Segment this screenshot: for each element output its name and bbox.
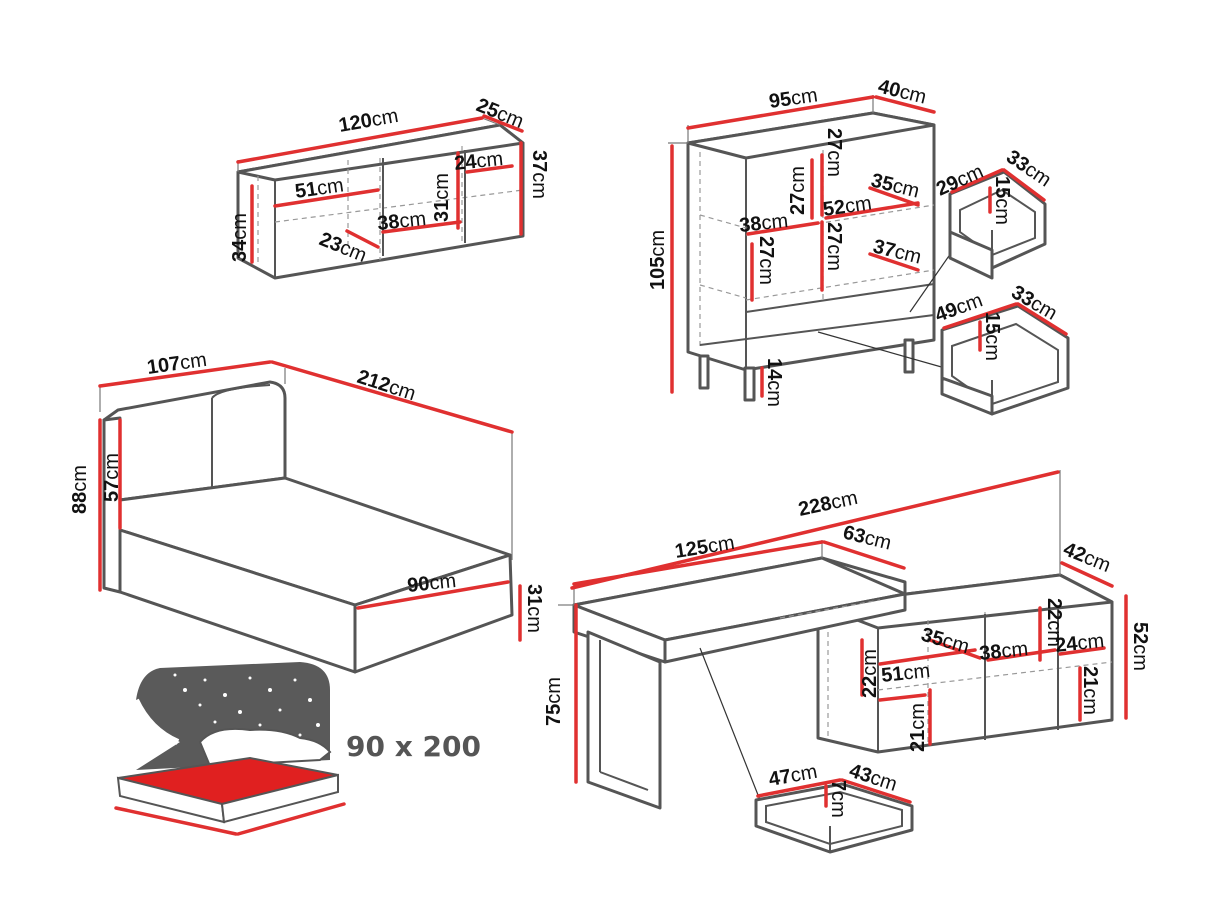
desk-total-label: 228cm [796,487,859,521]
cab-top-height-label: 27cm [787,166,809,215]
mattress-size-label: 90 x 200 [346,730,481,763]
shelf-comp-left-label: 51cm [294,174,346,203]
shelf-height-label: 37cm [528,150,550,199]
shelf-comp-mid-label: 38cm [376,208,427,235]
desk-sideboard-dimensions [570,470,1128,808]
desk [558,540,907,810]
tall-cabinet-dimensions [670,95,936,398]
tall-cabinet [668,95,936,402]
cab-left-width-label: 38cm [738,210,789,237]
star-pattern [173,673,320,737]
cab-depth-label: 40cm [876,76,929,109]
shelf-comp-right-label: 24cm [453,148,504,175]
sb-height-label: 52cm [1129,622,1151,671]
cab-mid-height-b-label: 27cm [823,222,845,271]
drawer1-height-label: 15cm [991,176,1013,225]
bed-dimensions [98,360,522,642]
bed-width-label: 107cm [146,349,209,379]
wall-shelf [236,117,525,280]
wall-shelf-dimensions [236,114,524,264]
sb-depth-label: 42cm [1060,538,1114,577]
sb-comp-24-label: 24cm [1054,630,1105,657]
cab-left-height-label: 27cm [755,236,777,285]
sb-comp-51-label: 51cm [880,660,931,687]
desk-height-label: 75cm [543,677,565,726]
cab-height-label: 105cm [647,230,669,290]
bed-mattress-width-label: 90cm [406,570,457,597]
desk-drawer-width-label: 47cm [767,761,819,791]
desk-drawer [699,647,914,854]
bed-length-label: 212cm [354,366,418,405]
cab-mid-width-label: 52cm [822,192,874,221]
desk-width-label: 125cm [673,532,736,563]
cab-depth-lower-label: 37cm [871,236,924,269]
desk-depth-label: 63cm [841,522,894,555]
cab-width-label: 95cm [768,84,820,113]
sb-left-21-label: 21cm [907,703,929,752]
mattress-size-icon [114,662,346,836]
shelf-width-label: 120cm [337,105,400,137]
bed-height-label: 88cm [69,465,91,514]
shelf-side-height-label: 34cm [229,213,251,262]
cab-leg-height-label: 14cm [763,358,785,407]
bed-headboard-label: 57cm [101,453,123,502]
sb-top-a-label: 22cm [1043,598,1065,647]
sb-right-21-label: 21cm [1079,666,1101,715]
cab-mid-height-a-label: 27cm [823,128,845,177]
cabinet-drawer-upper-dimensions [950,168,1046,214]
drawer2-height-label: 15cm [981,312,1003,361]
sb-comp-38-label: 38cm [978,638,1029,665]
shelf-comp-mid-height-label: 31cm [431,173,453,222]
cabinet-drawer-lower-dimensions [942,302,1068,352]
desk-drawer-height-label: 7cm [827,780,849,818]
bed-base-height-label: 31cm [523,584,545,633]
sb-left-22-label: 22cm [859,649,881,698]
